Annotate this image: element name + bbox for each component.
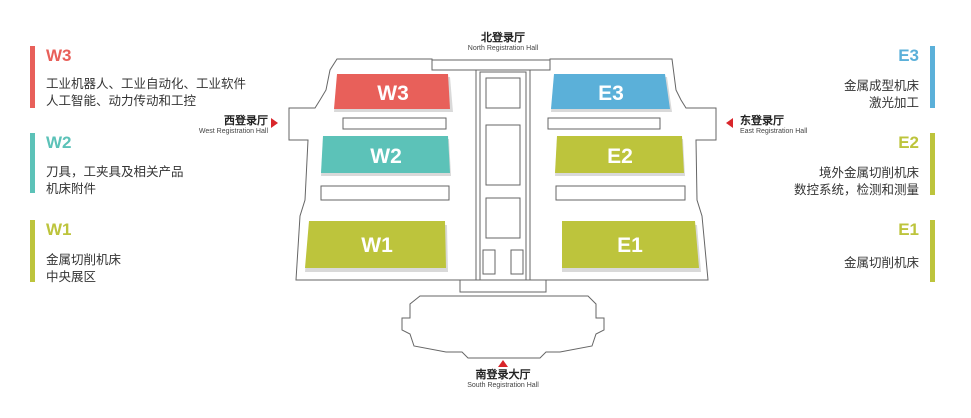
south-entrance-arrow — [498, 360, 508, 367]
e2-color-bar — [930, 133, 935, 195]
hall-w3[interactable] — [334, 74, 453, 112]
east-entrance-arrow — [726, 118, 733, 128]
w2-desc-line-2: 机床附件 — [46, 181, 97, 196]
map-label-e3: E3 — [598, 82, 624, 105]
w2-color-bar — [30, 133, 35, 193]
zone-legend-w2: W2 刀具，工夹具及相关产品 机床附件 — [30, 133, 250, 196]
zone-legend-w1: W1 金属切削机床 中央展区 — [30, 220, 250, 284]
zone-legend-e2: E2 境外金属切削机床 数控系统，检测和测量 — [735, 133, 935, 197]
spine-block-2 — [485, 124, 521, 186]
e2-desc-line-2: 数控系统，检测和测量 — [793, 182, 919, 197]
hall-w3-shape — [334, 74, 450, 109]
east-hall-cn: 东登录厅 — [740, 114, 784, 127]
north-hall-outline — [431, 59, 551, 71]
zone-legend-w3: W3 工业机器人、工业自动化、工业软件 人工智能、动力传动和工控 — [30, 46, 290, 108]
map-label-w3: W3 — [377, 82, 409, 105]
west-hall-cn: 西登录厅 — [224, 114, 268, 127]
e2-desc-line-1: 境外金属切削机床 — [818, 165, 919, 180]
spine-block-3 — [485, 197, 521, 239]
e1-color-bar — [930, 220, 935, 282]
south-hall-cn: 南登录大厅 — [475, 368, 531, 381]
east-corridor-upper — [547, 117, 661, 130]
south-connector — [459, 279, 547, 293]
e3-code: E3 — [898, 46, 919, 65]
hall-e2-shape — [555, 136, 684, 173]
w1-color-bar — [30, 220, 35, 282]
east-hall-label: 东登录厅 East Registration Hall — [740, 114, 836, 136]
west-hall-en: West Registration Hall — [198, 128, 268, 135]
map-label-e1: E1 — [617, 234, 643, 257]
hall-e3[interactable] — [551, 74, 672, 112]
map-label-e2: E2 — [607, 145, 633, 168]
e1-desc-line-1: 金属切削机床 — [843, 255, 919, 270]
w2-desc-line-1: 刀具，工夹具及相关产品 — [46, 164, 184, 179]
north-hall-cn: 北登录厅 — [481, 31, 525, 44]
e1-code: E1 — [898, 220, 919, 239]
south-hall-label: 南登录大厅 South Registration Hall — [450, 368, 556, 390]
south-hall-outline — [401, 295, 605, 359]
hall-w1[interactable] — [305, 221, 448, 272]
map-label-w2: W2 — [370, 145, 402, 168]
zone-legend-e1: E1 金属切削机床 — [775, 220, 935, 282]
hall-w1-shape — [305, 221, 446, 268]
spine-block-1 — [485, 77, 521, 109]
w1-desc-line-1: 金属切削机床 — [46, 252, 122, 267]
east-corridor-lower — [555, 185, 686, 201]
e3-desc-line-1: 金属成型机床 — [843, 78, 919, 93]
spine-block-4 — [482, 249, 496, 275]
west-corridor-upper — [342, 117, 447, 130]
e2-code: E2 — [898, 133, 919, 152]
w2-code: W2 — [46, 133, 72, 152]
spine-block-5 — [510, 249, 524, 275]
north-hall-label: 北登录厅 North Registration Hall — [453, 31, 553, 53]
west-hall-label: 西登录厅 West Registration Hall — [172, 114, 268, 136]
zone-legend-e3: E3 金属成型机床 激光加工 — [775, 46, 935, 110]
south-hall-en: South Registration Hall — [467, 382, 539, 389]
e3-desc-line-2: 激光加工 — [868, 95, 919, 110]
hall-e1[interactable] — [562, 221, 701, 272]
w3-desc-line-2: 人工智能、动力传动和工控 — [46, 93, 197, 108]
w3-color-bar — [30, 46, 35, 108]
e3-color-bar — [930, 46, 935, 108]
w1-desc-line-2: 中央展区 — [46, 269, 97, 284]
map-label-w1: W1 — [361, 234, 393, 257]
east-hall-en: East Registration Hall — [740, 128, 808, 135]
hall-e3-shape — [551, 74, 670, 109]
hall-e1-shape — [562, 221, 699, 268]
hall-w2[interactable] — [321, 136, 451, 176]
w3-code: W3 — [46, 46, 72, 65]
north-hall-en: North Registration Hall — [467, 45, 539, 52]
w3-desc-line-1: 工业机器人、工业自动化、工业软件 — [46, 76, 247, 91]
west-entrance-arrow — [271, 118, 278, 128]
hall-e2[interactable] — [555, 136, 685, 176]
w1-code: W1 — [46, 220, 72, 239]
hall-w2-shape — [321, 136, 450, 173]
west-corridor-lower — [320, 185, 450, 201]
